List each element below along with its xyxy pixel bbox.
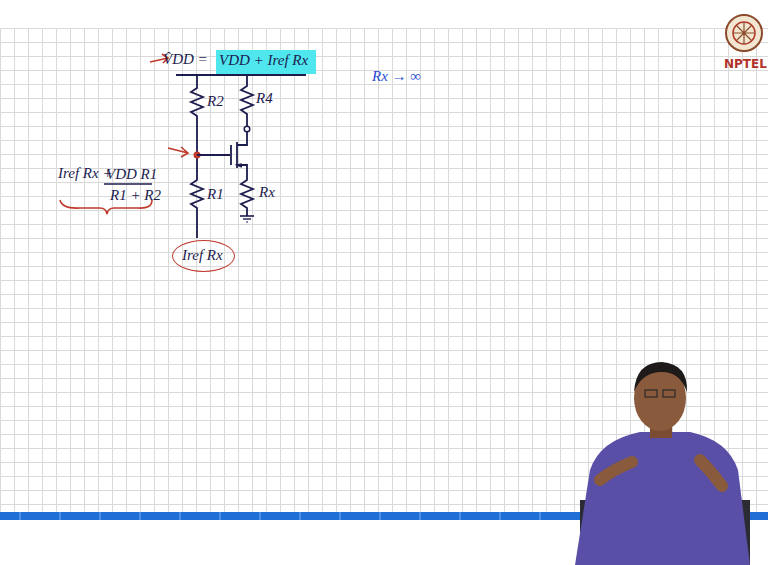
logo-text: NPTEL	[724, 58, 767, 71]
resistor-label: Rx	[259, 184, 275, 201]
highlight-band: VDD + Iref Rx	[216, 50, 316, 74]
condition-note: Rx → ∞	[372, 68, 421, 85]
node-text: VDD + Iref Rx	[219, 52, 313, 69]
equation-denominator: R1 + R2	[110, 187, 161, 204]
resistor-label: R2	[207, 93, 224, 110]
node-text: Iref Rx	[182, 247, 225, 264]
resistor-label: R1	[207, 186, 224, 203]
supply-voltage-label: V̂DD =	[163, 51, 208, 68]
resistor-label: R4	[256, 90, 273, 107]
equation-term: Iref Rx +	[58, 165, 113, 182]
circled-expression: Iref Rx	[172, 240, 235, 272]
equation-numerator: VDD R1	[106, 166, 157, 183]
presenter-figure	[575, 362, 750, 565]
